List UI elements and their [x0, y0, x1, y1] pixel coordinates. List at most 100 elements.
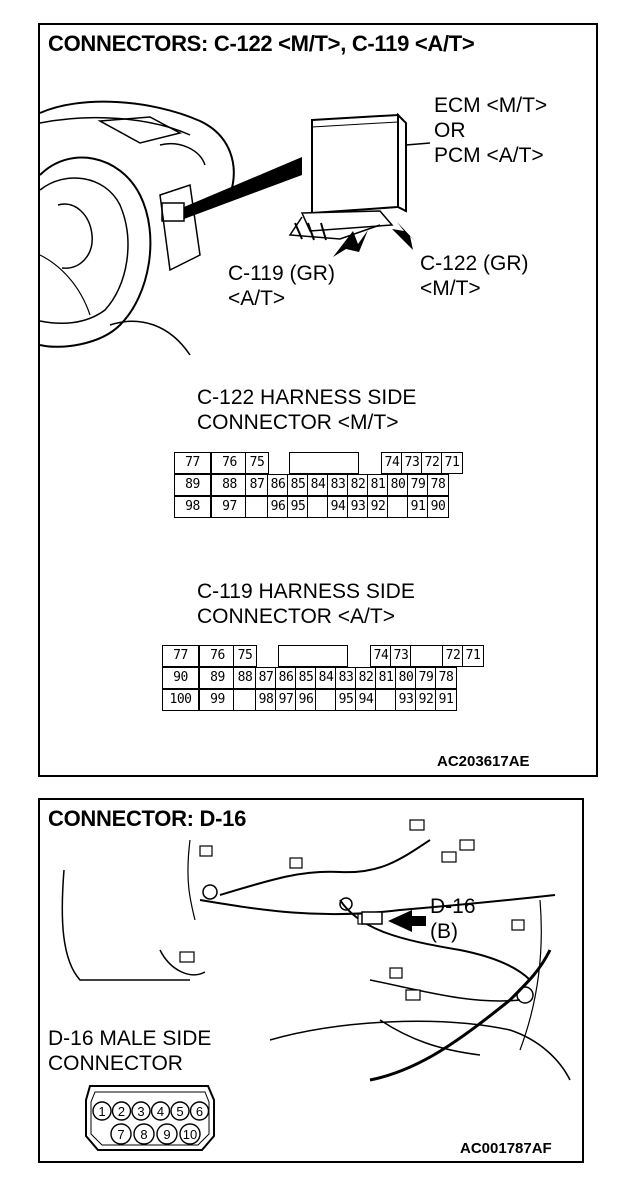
pin-91: 91: [407, 496, 429, 518]
pin-96: 96: [295, 689, 317, 711]
ecm-location-illustration: [39, 100, 431, 356]
pin-76: 76: [211, 452, 248, 474]
pin-95: 95: [335, 689, 357, 711]
pin-87: 87: [245, 474, 269, 496]
d16-pin-5: [170, 1101, 190, 1121]
pin-94: 94: [355, 689, 377, 711]
pin-77: 77: [162, 645, 199, 667]
pin-86: 86: [267, 474, 289, 496]
pin-empty: [307, 496, 329, 518]
pin-73: 73: [390, 645, 412, 667]
pin-94: 94: [327, 496, 349, 518]
figure-code: AC203617AE: [437, 753, 530, 770]
d16-pin-label: 1: [98, 1104, 105, 1119]
pin-empty: [315, 689, 337, 711]
d16-pin-label: 3: [137, 1104, 144, 1119]
d16-pin-label: 6: [196, 1104, 203, 1119]
pin-empty: [233, 689, 257, 711]
pin-73: 73: [401, 452, 423, 474]
d16-pin-label: 5: [176, 1104, 183, 1119]
pin-81: 81: [375, 667, 397, 689]
pin-empty: [387, 496, 409, 518]
pin-83: 83: [335, 667, 357, 689]
pin-84: 84: [307, 474, 329, 496]
pin-74: 74: [370, 645, 392, 667]
d16-pin-label: 4: [157, 1104, 164, 1119]
d16-connector-panel: CONNECTOR: D-16 D-16: [38, 798, 584, 1163]
pin-90: 90: [427, 496, 449, 518]
d16-pin-7: [110, 1123, 132, 1145]
pin-89: 89: [199, 667, 236, 689]
d16-pin-label: 9: [163, 1127, 170, 1142]
pin-98: 98: [255, 689, 277, 711]
d16-location-illustration: [61, 819, 571, 1082]
pin-75: 75: [233, 645, 257, 667]
pin-76: 76: [199, 645, 236, 667]
pin-71: 71: [462, 645, 484, 667]
d16-pin-10: [179, 1123, 201, 1145]
pin-85: 85: [295, 667, 317, 689]
figure-code: AC001787AF: [460, 1140, 552, 1157]
d16-pin-8: [133, 1123, 155, 1145]
pin-82: 82: [355, 667, 377, 689]
pin-84: 84: [315, 667, 337, 689]
pin-93: 93: [347, 496, 369, 518]
d16-pin-9: [156, 1123, 178, 1145]
d16-pin-4: [150, 1101, 171, 1121]
c122-callout-label: C-122 (GR) <M/T>: [420, 252, 529, 300]
pin-81: 81: [367, 474, 389, 496]
pin-88: 88: [211, 474, 248, 496]
panel-title: CONNECTORS: C-122 <M/T>, C-119 <A/T>: [48, 31, 475, 56]
d16-pin-label: 8: [140, 1127, 147, 1142]
pin-92: 92: [367, 496, 389, 518]
pin-72: 72: [421, 452, 443, 474]
d16-pin-2: [111, 1101, 132, 1121]
pin-empty: [375, 689, 397, 711]
d16-callout-label: D-16 (B): [430, 895, 476, 943]
d16-pin-label: 2: [118, 1104, 125, 1119]
pin-96: 96: [267, 496, 289, 518]
pin-empty: [245, 496, 269, 518]
pin-empty: [289, 452, 359, 474]
d16-male-heading: D-16 MALE SIDE CONNECTOR: [48, 1027, 212, 1075]
c122-c119-connector-panel: CONNECTORS: C-122 <M/T>, C-119 <A/T> ECM: [38, 23, 598, 777]
d16-pin-label: 7: [117, 1127, 124, 1142]
d16-pin-6: [189, 1101, 210, 1121]
pin-100: 100: [162, 689, 199, 711]
pin-80: 80: [395, 667, 417, 689]
pin-91: 91: [435, 689, 457, 711]
pin-90: 90: [162, 667, 199, 689]
pin-83: 83: [327, 474, 349, 496]
pin-97: 97: [211, 496, 248, 518]
pin-92: 92: [415, 689, 437, 711]
pin-88: 88: [233, 667, 257, 689]
ecm-pcm-label: ECM <M/T> OR PCM <A/T>: [434, 94, 548, 167]
c119-callout-label: C-119 (GR) <A/T>: [228, 262, 335, 310]
pin-80: 80: [387, 474, 409, 496]
pin-72: 72: [442, 645, 464, 667]
pin-75: 75: [245, 452, 269, 474]
pin-77: 77: [174, 452, 211, 474]
d16-pin-3: [131, 1101, 151, 1121]
pin-98: 98: [174, 496, 211, 518]
pin-89: 89: [174, 474, 211, 496]
pin-82: 82: [347, 474, 369, 496]
pin-99: 99: [199, 689, 236, 711]
pin-71: 71: [441, 452, 463, 474]
pin-78: 78: [427, 474, 449, 496]
pin-78: 78: [435, 667, 457, 689]
pin-74: 74: [381, 452, 403, 474]
c119-harness-heading: C-119 HARNESS SIDE CONNECTOR <A/T>: [197, 580, 415, 628]
pin-79: 79: [407, 474, 429, 496]
pin-86: 86: [275, 667, 297, 689]
pin-95: 95: [287, 496, 309, 518]
pin-85: 85: [287, 474, 309, 496]
pin-79: 79: [415, 667, 437, 689]
pin-87: 87: [255, 667, 277, 689]
d16-pin-1: [92, 1101, 112, 1121]
panel-title: CONNECTOR: D-16: [48, 806, 247, 831]
pin-empty: [410, 645, 444, 667]
d16-pin-label: 10: [183, 1127, 197, 1142]
pin-97: 97: [275, 689, 297, 711]
